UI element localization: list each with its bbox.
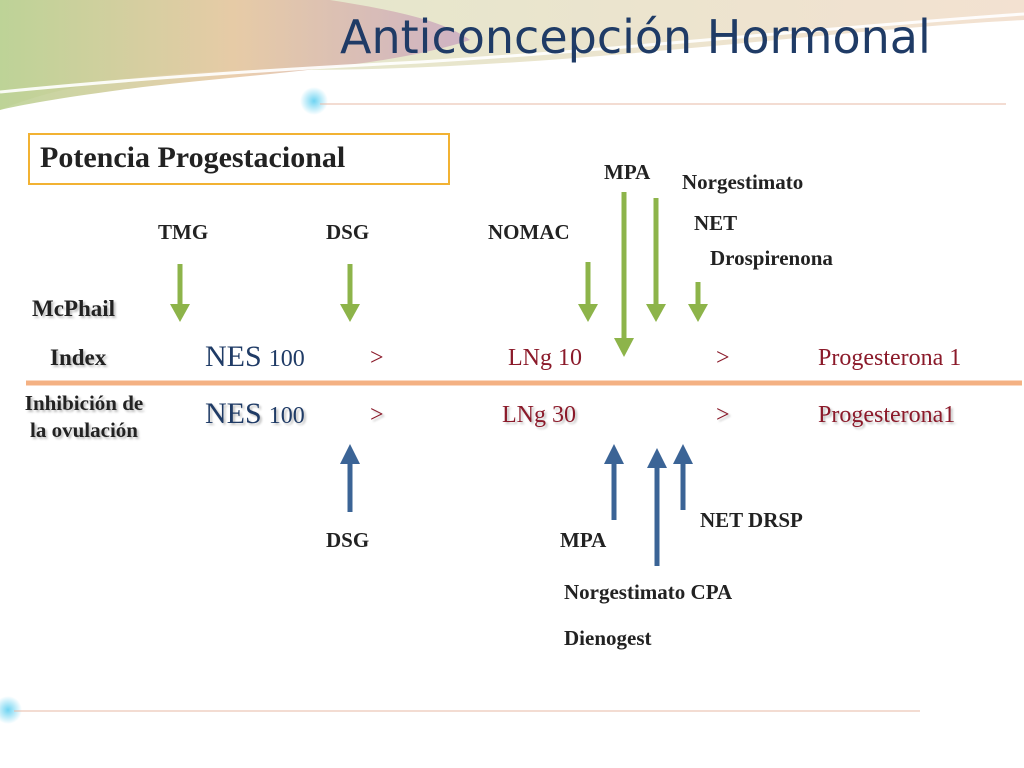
row-index-nes-value: 100 <box>268 346 305 372</box>
arrow-mpa-bottom <box>604 444 624 520</box>
arrow-nomac <box>578 262 598 322</box>
row-inh-lng: LNg 30 <box>502 402 576 428</box>
label-dsg-top: DSG <box>326 220 370 244</box>
row-inh-nes-value: 100 <box>268 403 305 429</box>
row-index-nes: NES 100 <box>205 340 305 374</box>
row-index-gt1: > <box>370 345 384 371</box>
row-inh-gt2: > <box>716 402 730 428</box>
footer-dot <box>0 696 22 724</box>
row-index-lng: LNg 10 <box>508 345 582 371</box>
label-index: Index <box>50 345 107 370</box>
arrow-net-drsp <box>673 444 693 510</box>
row-index-gt2: > <box>716 345 730 371</box>
label-net-top: NET <box>694 211 738 235</box>
row-inh-nes-label: NES <box>205 397 262 430</box>
label-nomac: NOMAC <box>488 220 570 244</box>
arrow-mpa-top <box>614 192 634 357</box>
header-wave-line <box>0 12 1024 94</box>
arrow-norgestimato-top <box>646 198 666 322</box>
green-arrows <box>170 192 708 357</box>
row-index-prog: Progesterona 1 <box>818 345 962 371</box>
label-dienogest: Dienogest <box>564 626 652 650</box>
label-norgestimato-cpa: Norgestimato CPA <box>564 580 733 604</box>
label-dsg-bottom: DSG <box>326 528 370 552</box>
slide-title: Anticoncepción Hormonal <box>340 10 931 64</box>
label-mpa-bottom: MPA <box>560 528 607 552</box>
header-dot <box>300 87 328 115</box>
arrow-dsg-top <box>340 264 360 322</box>
row-inh-prog: Progesterona1 <box>818 402 956 428</box>
potencia-label: Potencia Progestacional <box>40 141 346 174</box>
arrow-dsg-bottom <box>340 444 360 512</box>
label-mpa-top: MPA <box>604 160 651 184</box>
label-tmg: TMG <box>158 220 209 244</box>
label-mcphail: McPhail <box>32 296 116 321</box>
label-inhibicion: Inhibición de la ovulación <box>24 391 144 442</box>
arrow-tmg <box>170 264 190 322</box>
arrow-drospirenona <box>688 282 708 322</box>
blue-arrows <box>340 444 693 566</box>
potencia-box: Potencia Progestacional <box>28 133 450 185</box>
row-inh-nes: NES 100 <box>205 397 305 431</box>
row-index-nes-label: NES <box>205 340 262 373</box>
label-net-drsp: NET DRSP <box>700 508 803 532</box>
label-norgestimato-top: Norgestimato <box>682 170 804 194</box>
label-drospirenona: Drospirenona <box>710 246 833 270</box>
arrow-norgestimato-bottom <box>647 448 667 566</box>
row-inh-gt1: > <box>370 402 384 428</box>
